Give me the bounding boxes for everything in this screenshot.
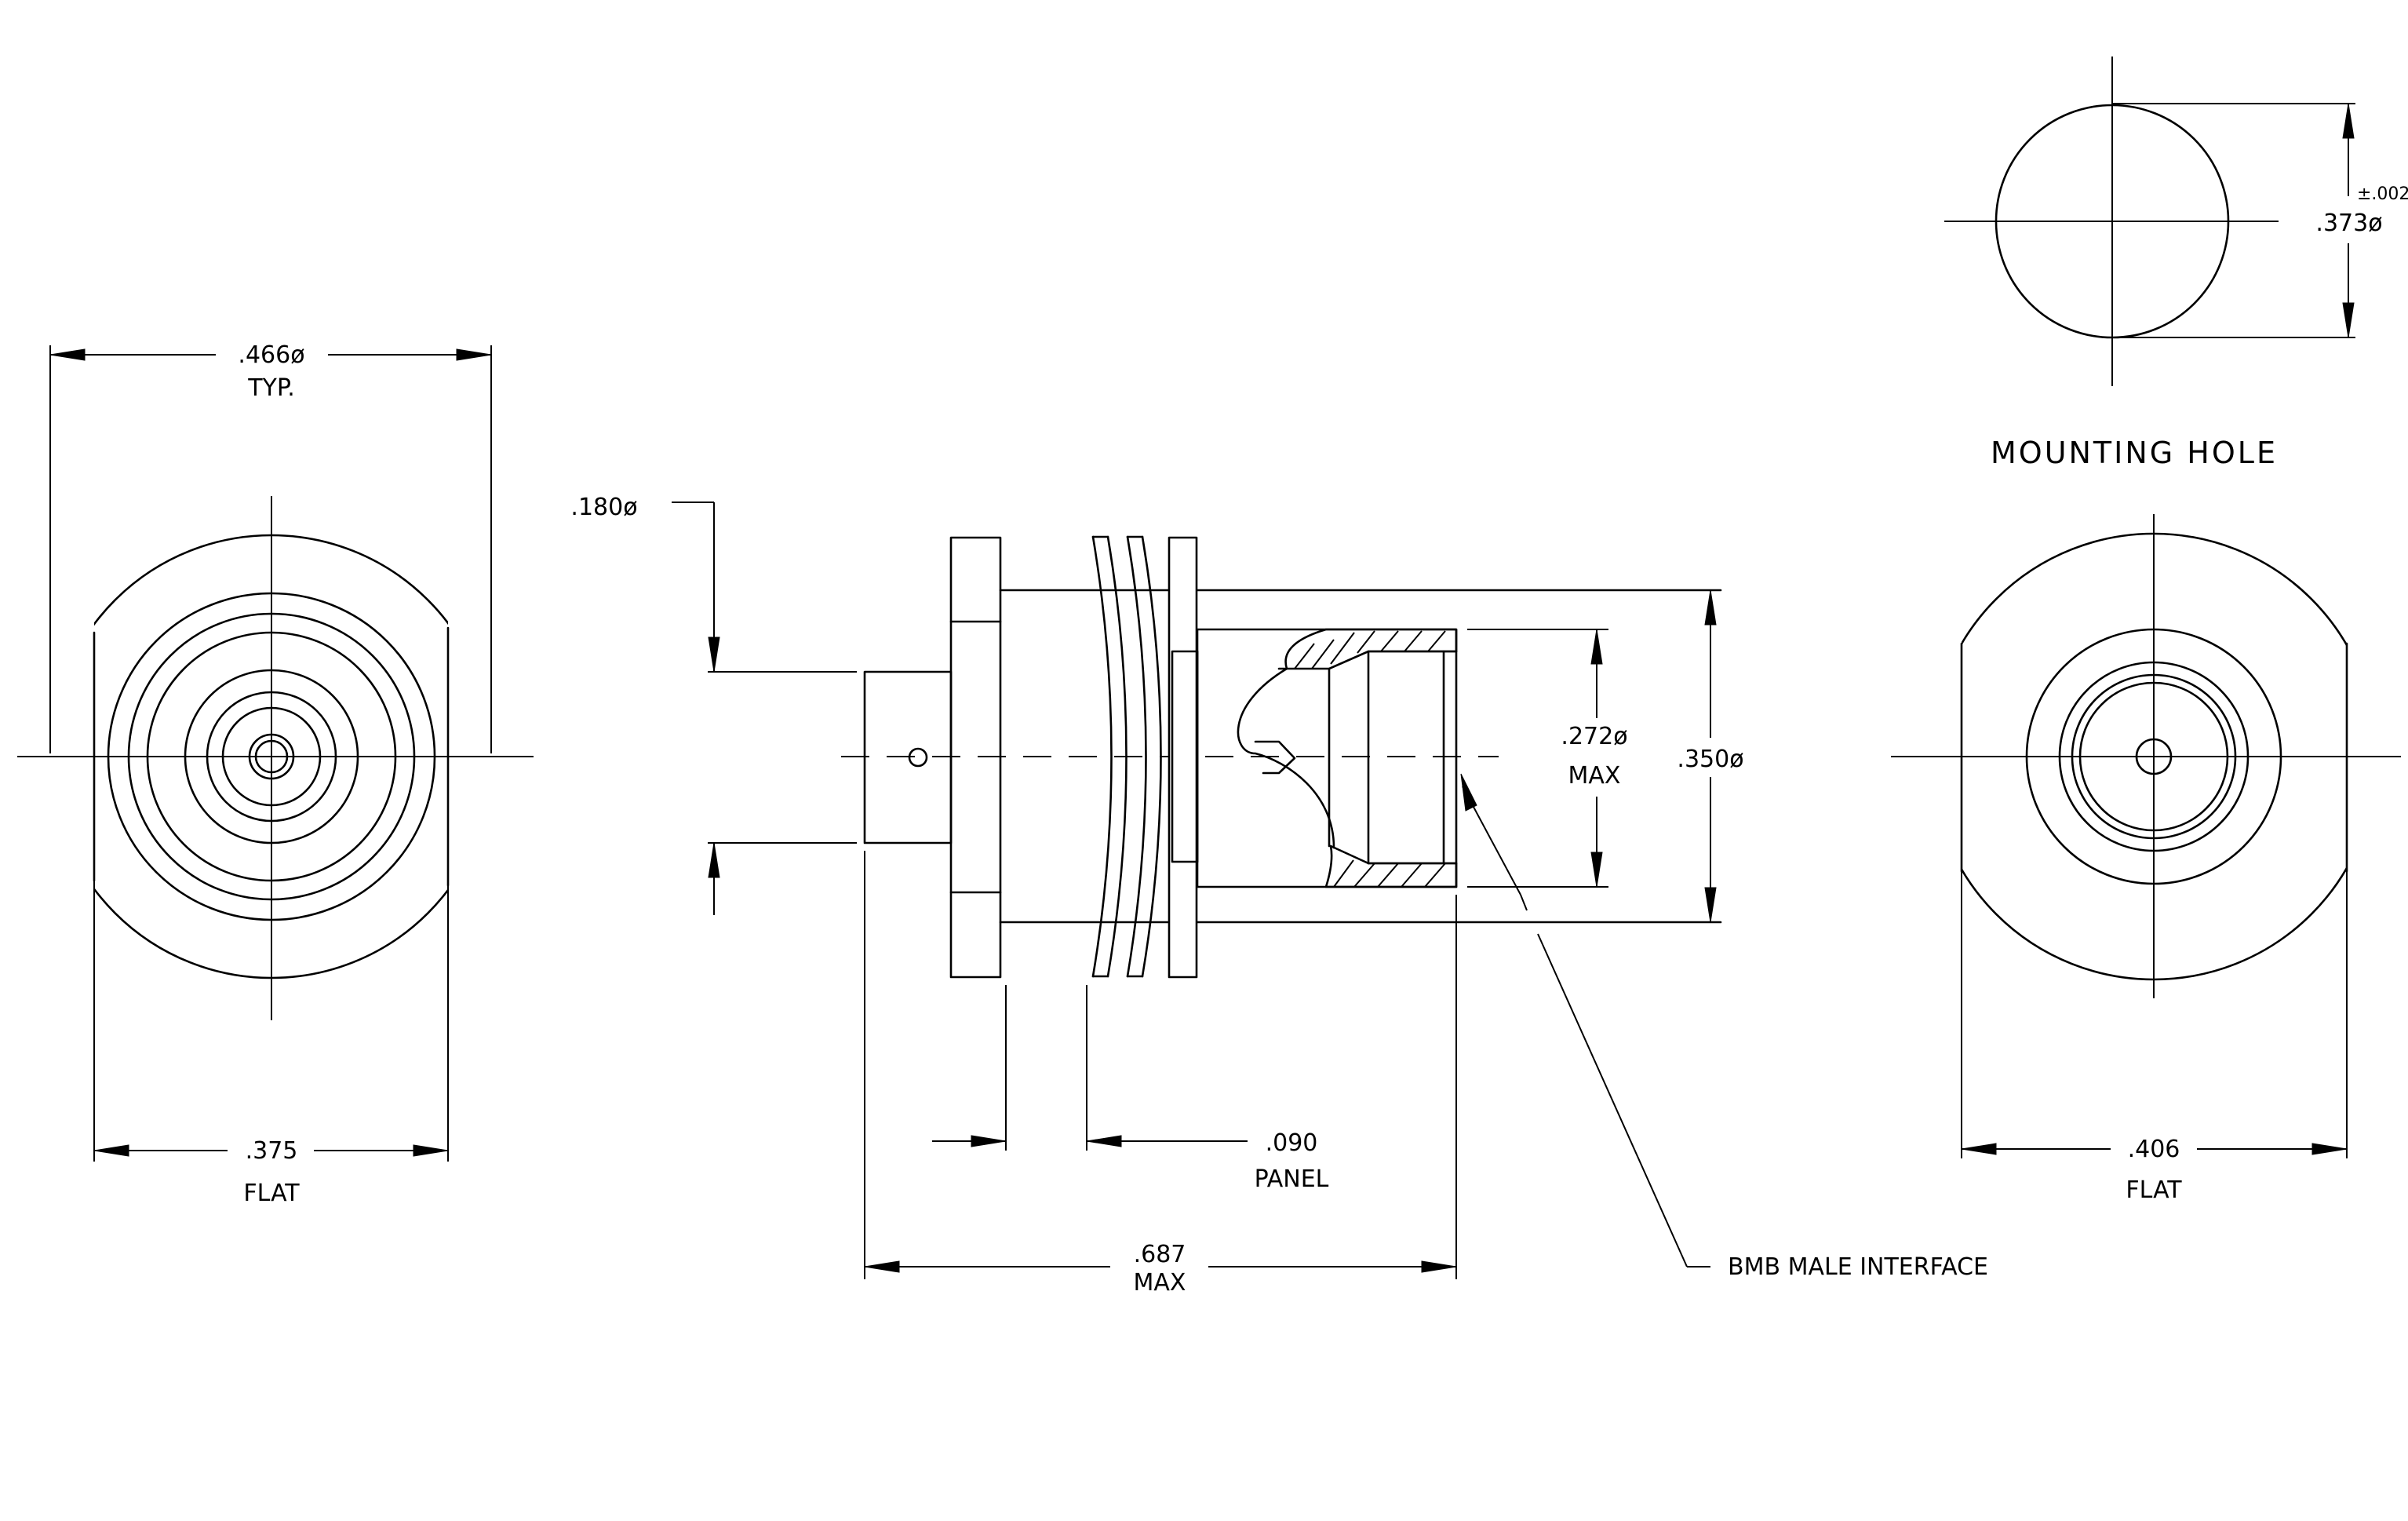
rear-flat-value: .406	[2128, 1136, 2180, 1163]
interface-max-label: MAX	[1568, 762, 1621, 790]
front-dia-label: .466ø	[238, 341, 304, 369]
rear-flat-word: FLAT	[2126, 1176, 2182, 1204]
front-typ-label: TYP.	[247, 374, 295, 402]
body-dia-label: .350ø	[1677, 746, 1743, 773]
length-max-label: MAX	[1134, 1269, 1186, 1297]
hole-tolerance: ±.002	[2357, 184, 2408, 204]
mounting-hole-view: ±.002 .373ø MOUNTING HOLE	[1944, 57, 2408, 470]
front-view: .466ø TYP. .375 FLAT	[17, 341, 534, 1207]
interface-dia-label: .272ø	[1561, 723, 1627, 750]
front-flat-word: FLAT	[243, 1180, 300, 1207]
pin-dia-label: .180ø	[570, 494, 637, 521]
hole-dia-label: .373ø	[2315, 210, 2382, 237]
panel-word-label: PANEL	[1255, 1165, 1329, 1193]
mounting-hole-title: MOUNTING HOLE	[1991, 436, 2278, 470]
length-label: .687	[1134, 1241, 1186, 1268]
side-view: .272ø MAX .350ø .180ø .090 PANEL .687	[570, 494, 1988, 1297]
rear-view: .406 FLAT	[1891, 514, 2401, 1204]
front-flat-value: .375	[246, 1137, 298, 1165]
panel-thickness-label: .090	[1266, 1129, 1318, 1157]
interface-note: BMB MALE INTERFACE	[1728, 1253, 1988, 1281]
